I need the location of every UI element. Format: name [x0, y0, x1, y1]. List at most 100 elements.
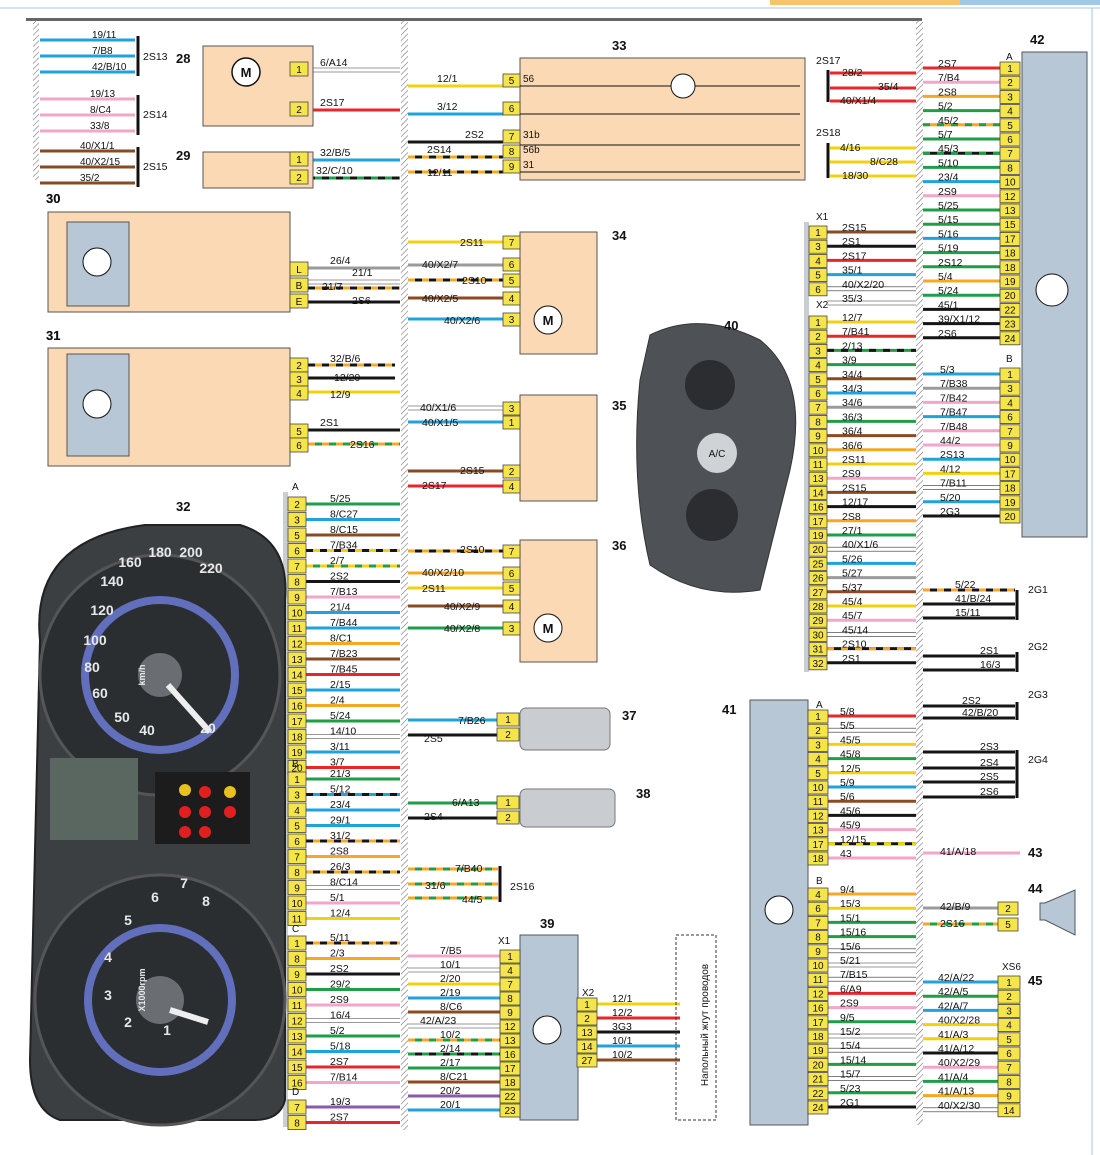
- pin-number: 4: [815, 755, 821, 766]
- warning-lamp: [224, 786, 236, 798]
- wire-label: 5/21: [840, 955, 861, 967]
- wire-label: 3/11: [330, 741, 350, 753]
- wire-label: 2S9: [938, 186, 957, 198]
- component-number: 36: [612, 538, 626, 553]
- wire-label: X2: [816, 300, 829, 311]
- component-number: 30: [46, 191, 60, 206]
- pin-cell: [997, 989, 1021, 1004]
- wire-label: 2G4: [1028, 754, 1048, 766]
- pin-number: 2: [815, 332, 821, 343]
- transistor-icon: [1035, 273, 1069, 307]
- pin-number: 20: [291, 764, 303, 775]
- wire-label: 2S6: [352, 295, 371, 307]
- pin-number: 9: [294, 970, 300, 981]
- wire-label: 2S7: [938, 58, 957, 70]
- pin-number: 13: [812, 474, 824, 485]
- pin-number: 10: [291, 609, 303, 620]
- blocks-layer: 12M12LBE23456235678910111213141516171819…: [47, 45, 1088, 1130]
- wire-label: 2S15: [842, 482, 867, 494]
- wire-label: 2S18: [816, 127, 841, 139]
- pin-cell: [807, 1086, 829, 1101]
- pin-number: 19: [812, 531, 824, 542]
- wire-label: 12/11: [427, 167, 453, 179]
- wire-label: 2G3: [940, 506, 960, 518]
- pin-number: 5: [815, 271, 821, 282]
- pin-number: 2: [505, 813, 511, 824]
- wire-label: 26/4: [330, 255, 351, 267]
- wire-label: 2S11: [460, 237, 484, 249]
- component-38: [519, 788, 616, 828]
- pin-cell: [999, 61, 1021, 76]
- wire-label: 31: [523, 160, 535, 171]
- wire-label: 2/17: [440, 1057, 461, 1069]
- pin-number: 23: [1004, 320, 1016, 331]
- pin-number: 1: [509, 418, 515, 429]
- pin-cell: [576, 997, 598, 1012]
- wire-label: 35/4: [878, 81, 899, 93]
- pin-cell: [808, 268, 828, 283]
- pin-cell: [997, 975, 1021, 990]
- wire-label: 5/2: [938, 101, 953, 113]
- warning-lamp: [224, 806, 236, 818]
- wire-label: 40/X2/8: [444, 623, 480, 635]
- pin-number: 18: [291, 733, 303, 744]
- pin-number: 18: [812, 854, 824, 865]
- rpm-tick-label: 6: [151, 889, 159, 905]
- pin-cell: [808, 542, 828, 557]
- speedometer-ring: [81, 596, 239, 754]
- pin-number: 3: [294, 516, 300, 527]
- component-number: 31: [46, 328, 60, 343]
- pin-number: 7: [815, 918, 821, 929]
- wire-label: 2S7: [330, 1112, 349, 1124]
- pin-number: 10: [812, 446, 824, 457]
- right-trunk: [916, 20, 923, 1125]
- wire-label: 6/A13: [452, 797, 480, 809]
- wire-label: 28/2: [842, 67, 863, 79]
- pin-cell: [287, 951, 307, 966]
- warning-lamp: [199, 806, 211, 818]
- pin-cell: [807, 794, 829, 809]
- pin-cell: [499, 1075, 521, 1090]
- speed-tick-label: 80: [84, 659, 100, 675]
- wire-label: 5/16: [938, 228, 959, 240]
- wire-label: 2G2: [1028, 641, 1048, 653]
- pin-cell: [999, 410, 1021, 425]
- motor-symbol: [533, 305, 563, 335]
- component-number: 40: [724, 318, 738, 333]
- pin-cell: [807, 916, 829, 930]
- pin-number: 12: [812, 989, 824, 1000]
- wire-label: 3/9: [842, 355, 857, 367]
- pin-cell: [808, 656, 828, 671]
- pin-cell: [807, 1029, 829, 1044]
- wire-label: 3/7: [330, 757, 345, 769]
- wire-label: B: [292, 759, 299, 770]
- pin-cell: [808, 457, 828, 472]
- pin-cell: [808, 571, 828, 585]
- wire-label: 2S7: [330, 1056, 349, 1068]
- wire-label: 36/4: [842, 426, 863, 438]
- pin-cell: [808, 471, 828, 486]
- pin-cell: [576, 1011, 598, 1026]
- pin-cell: [287, 527, 307, 543]
- pin-number: 4: [815, 890, 821, 901]
- wire-label: 31/6: [425, 880, 446, 892]
- pin-number: 5: [1007, 121, 1013, 132]
- wire-label: 12/1: [612, 993, 633, 1005]
- pin-cell: [999, 231, 1021, 246]
- wire-label: 40/X2/9: [444, 601, 480, 613]
- wire-label: 2G3: [1028, 689, 1048, 701]
- pin-number: 7: [509, 132, 515, 143]
- pin-cell: [499, 1103, 521, 1118]
- pin-cell: [997, 1018, 1021, 1032]
- wire-label: 2S17: [320, 97, 345, 109]
- wire-label: 7/B13: [330, 586, 358, 598]
- pin-number: 22: [504, 1092, 516, 1103]
- pin-cell: [999, 175, 1021, 190]
- pin-number: 5: [294, 822, 300, 833]
- pin-number: 31: [812, 645, 824, 656]
- pin-number: 6: [294, 547, 300, 558]
- wire-label: 2S11: [842, 454, 866, 466]
- pin-number: 24: [812, 1103, 824, 1114]
- pin-cell: [999, 160, 1021, 175]
- component-number: 38: [636, 786, 650, 801]
